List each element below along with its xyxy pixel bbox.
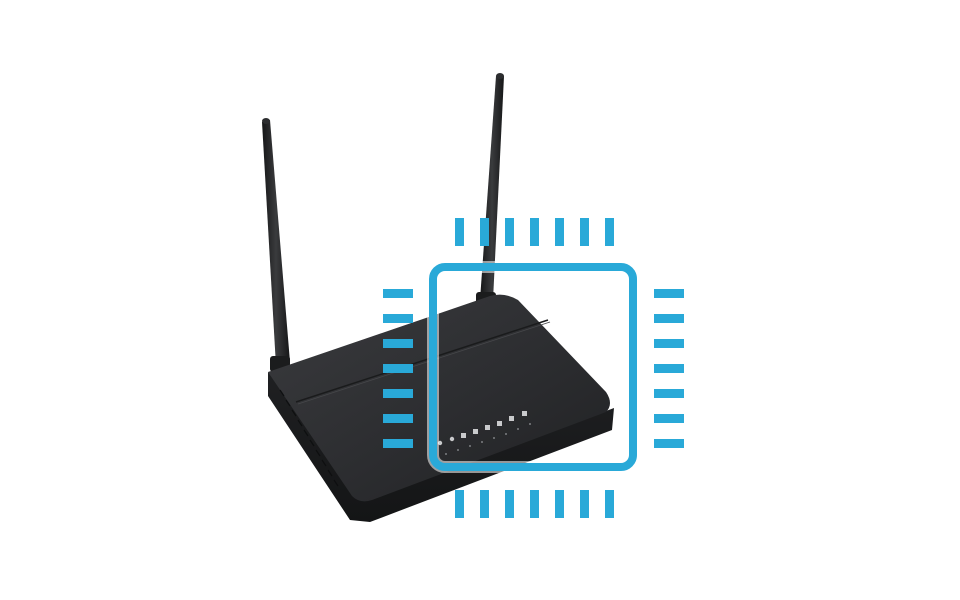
chip-top-pins bbox=[455, 218, 614, 246]
chip-outline bbox=[429, 263, 637, 471]
indicator-light bbox=[522, 411, 527, 416]
chip-left-pins bbox=[383, 289, 413, 448]
processor-chip-icon bbox=[383, 218, 684, 518]
indicator-light bbox=[485, 425, 490, 430]
indicator-light bbox=[461, 433, 466, 438]
indicator-light bbox=[497, 421, 502, 426]
indicator-light bbox=[473, 429, 478, 434]
indicator-light bbox=[449, 436, 455, 442]
left-antenna-icon bbox=[262, 118, 290, 372]
chip-bottom-pins bbox=[455, 490, 614, 518]
chip-right-pins bbox=[654, 289, 684, 448]
indicator-light bbox=[509, 416, 514, 421]
router-vents bbox=[279, 389, 339, 487]
